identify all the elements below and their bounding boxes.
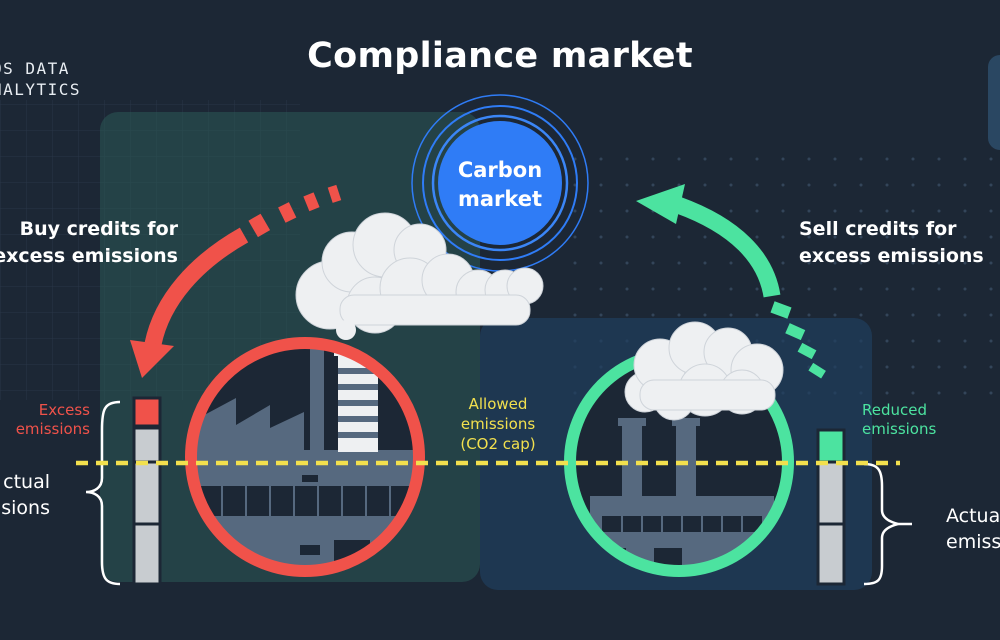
right-actual-line-2: emiss — [946, 531, 1000, 553]
page-title: Compliance market — [307, 36, 693, 76]
sell-arrow-head — [636, 184, 685, 224]
market-core-circle — [438, 121, 562, 245]
buy-credits-line-1: Buy credits for — [19, 218, 178, 240]
reduced-segment — [816, 428, 846, 464]
market-middle-ring — [422, 105, 578, 261]
buy-credits-line-2: excess emissions — [0, 245, 178, 267]
sell-credits-line-2: excess emissions — [799, 245, 984, 267]
left-actual-line-2: sions — [1, 497, 50, 519]
excess-emissions-label: Excess emissions — [16, 401, 90, 439]
brand-logo-text: OS DATA NALYTICS — [0, 58, 81, 100]
right-actual-line-1: Actua — [946, 505, 1000, 527]
left-factory — [185, 337, 425, 577]
carbon-market-line-2: market — [457, 187, 543, 211]
buy-credits-label: Buy credits for excess emissions — [0, 216, 178, 270]
carbon-market-node — [411, 94, 589, 272]
cap-line-3: (CO2 cap) — [460, 435, 536, 453]
cap-line-2: emissions — [460, 415, 536, 433]
left-actual-emissions-label: ctual sions — [1, 469, 50, 521]
right-smoke-cloud — [624, 321, 784, 421]
left-factory-roof — [195, 398, 304, 452]
left-emissions-bar — [132, 396, 162, 586]
left-factory-window-band — [198, 486, 416, 516]
left-smoke-cloud — [295, 212, 544, 334]
excess-line-2: emissions — [15, 420, 90, 438]
brand-line-2: NALYTICS — [0, 80, 82, 99]
excess-line-1: Excess — [38, 401, 90, 419]
sell-credits-line-1: Sell credits for — [799, 218, 957, 240]
right-chimney-2 — [676, 420, 696, 500]
right-emissions-bar — [816, 428, 846, 586]
carbon-market-line-1: Carbon — [457, 158, 543, 182]
co2-cap-label: Allowed emissions (CO2 cap) — [420, 394, 576, 454]
cap-line-1: Allowed — [468, 395, 528, 413]
brand-line-1: OS DATA — [0, 59, 70, 78]
reduced-line-1: Reduced — [862, 401, 928, 419]
left-factory-ring — [185, 337, 425, 577]
right-chimney-1 — [622, 420, 642, 500]
carbon-market-label: Carbon market — [440, 156, 560, 214]
excess-segment — [132, 396, 162, 428]
reduced-emissions-label: Reduced emissions — [862, 401, 936, 439]
market-inner-ring — [431, 114, 569, 252]
buy-credits-arrow — [130, 184, 342, 378]
buy-arrow-head — [130, 340, 174, 378]
right-actual-emissions-label: Actua emiss — [946, 503, 1000, 555]
reduced-line-2: emissions — [862, 420, 937, 438]
left-actual-bracket — [85, 400, 121, 586]
edge-panel — [988, 55, 1000, 150]
left-actual-line-1: ctual — [3, 471, 50, 493]
sell-credits-label: Sell credits for excess emissions — [799, 216, 984, 270]
left-chimney-dark — [310, 343, 324, 458]
sell-credits-arrow — [636, 184, 826, 379]
